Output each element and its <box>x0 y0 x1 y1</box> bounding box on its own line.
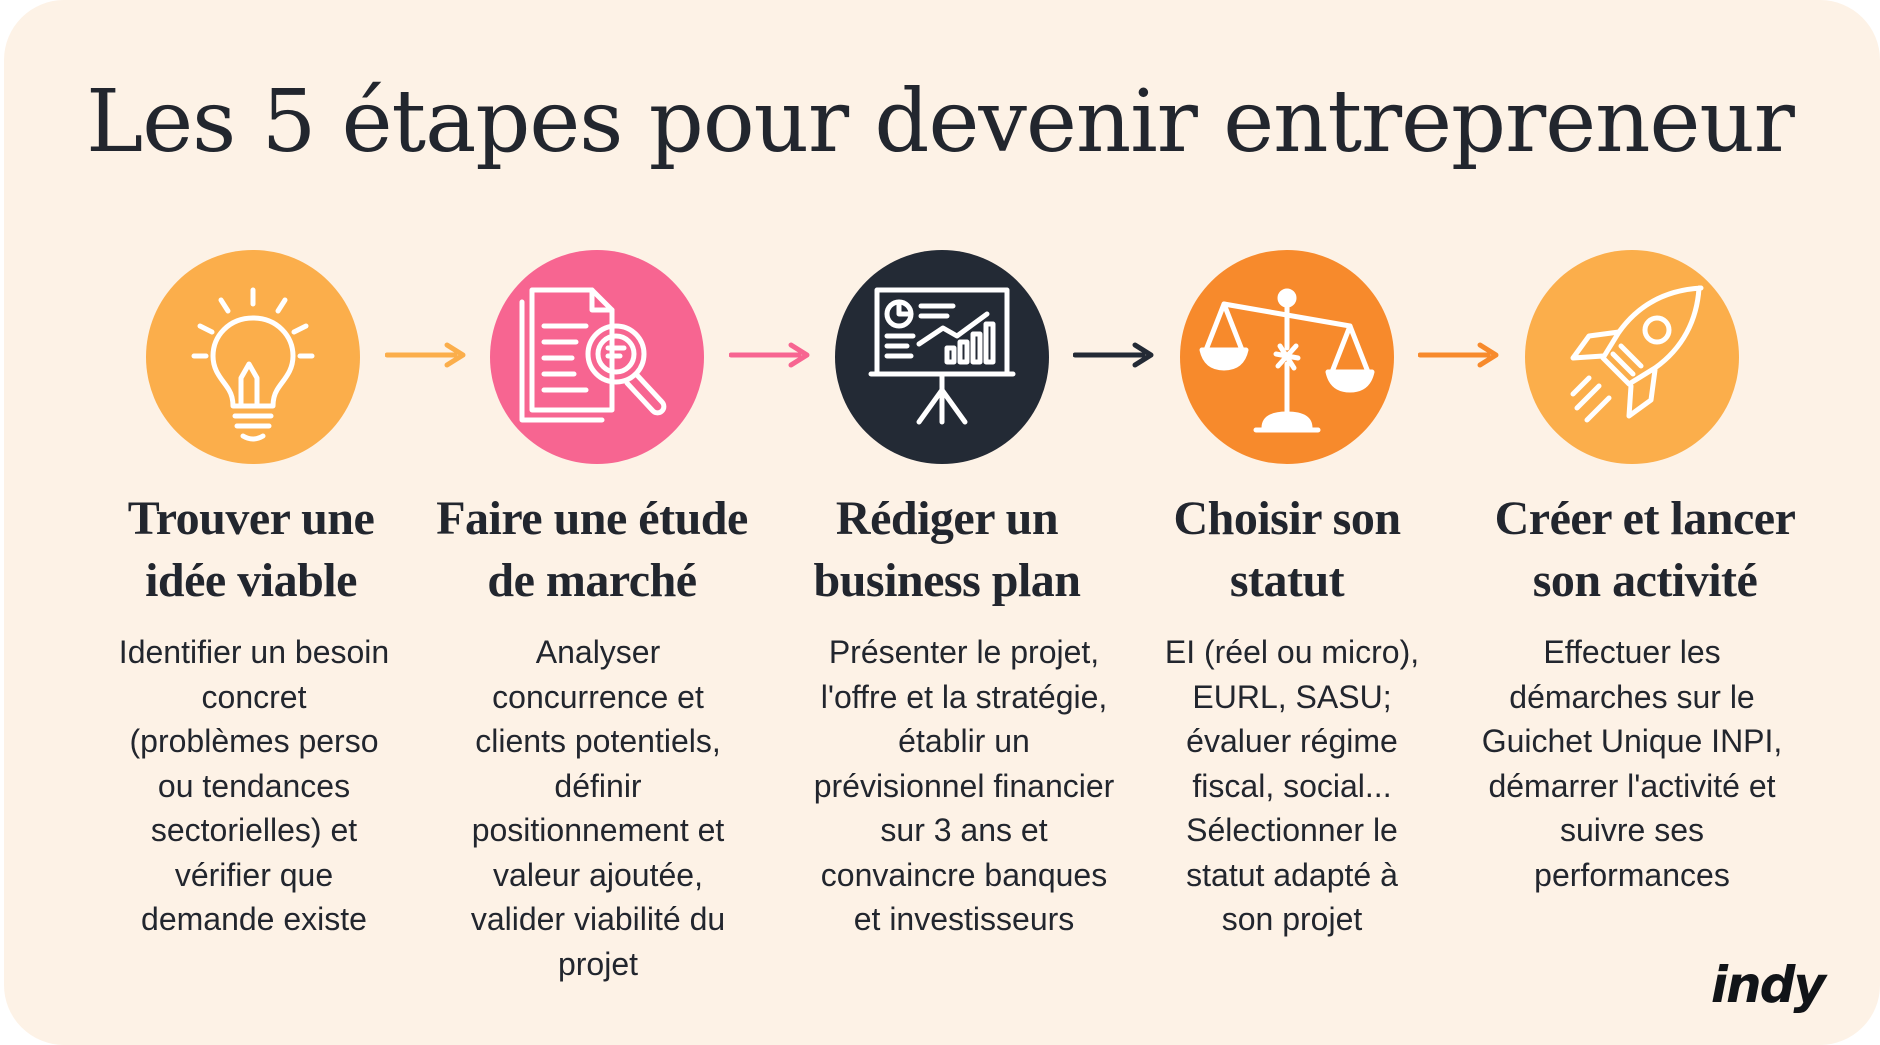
arrow-right-icon <box>1418 342 1499 368</box>
lightbulb-icon <box>191 287 315 442</box>
arrow-right-icon <box>1073 342 1154 368</box>
step-4-description: EI (réel ou micro),EURL, SASU;évaluer ré… <box>1164 634 1420 937</box>
step-4-circle <box>1180 250 1394 464</box>
infographic-card <box>4 0 1880 1045</box>
step-5-circle <box>1525 250 1739 464</box>
step-1-title: Trouver une idée viable <box>127 492 375 607</box>
arrow-right-icon <box>385 342 466 368</box>
step-3-circle <box>835 250 1049 464</box>
document-search-icon <box>519 287 667 423</box>
step-2-title: Faire une étude de marché <box>436 492 748 607</box>
balance-scale-icon <box>1199 288 1375 433</box>
presentation-board-icon <box>868 287 1016 425</box>
step-3-title: Rédiger un business plan <box>813 492 1082 607</box>
step-4-title: Choisir son statut <box>1173 492 1401 607</box>
rocket-icon <box>1570 285 1704 423</box>
page-title: Les 5 étapes pour devenir entrepreneur <box>86 72 1795 172</box>
indy-logo: indy <box>1710 956 1826 1014</box>
step-5-title: Créer et lancer son activité <box>1494 492 1796 607</box>
step-2-circle <box>490 250 704 464</box>
step-1-circle <box>146 250 360 464</box>
arrow-right-icon <box>729 342 810 368</box>
step-3-description: Présenter le projet,l'offre et la straté… <box>813 634 1115 937</box>
